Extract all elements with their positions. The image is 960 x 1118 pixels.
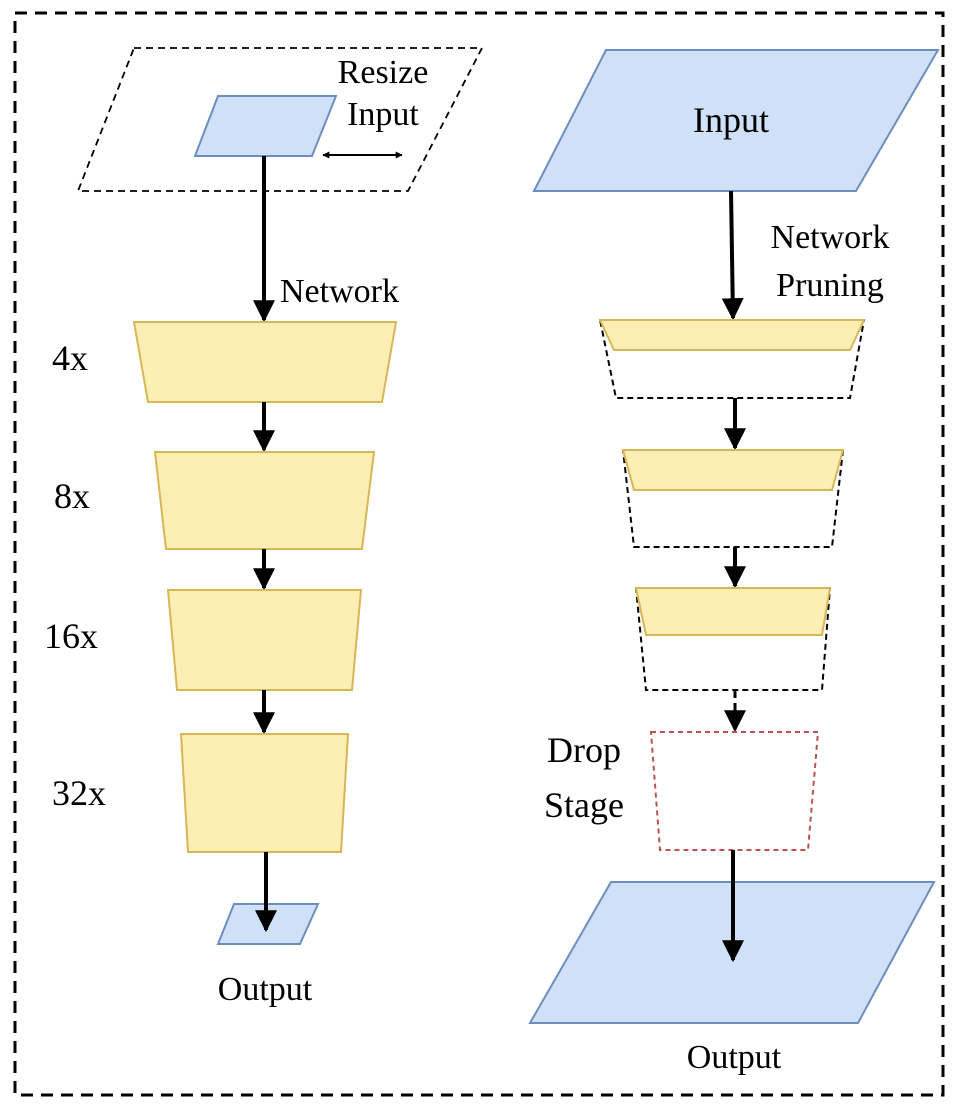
dropped-stage [649,731,820,851]
left-panel: Resize Input Network 4x 8x 16x 32x Outpu… [44,47,484,1008]
drop-label-line1: Drop [547,730,621,770]
pruned-stage-3 [634,587,832,636]
input-label: Input [693,100,769,140]
outer-dashed-frame [13,11,945,1097]
network-label: Network [280,273,399,310]
scale-label-32x: 32x [52,773,106,813]
stage-4x [132,321,398,403]
scale-label-4x: 4x [52,338,88,378]
small-input-shape [193,95,338,157]
output-label-left: Output [218,971,313,1008]
input-shape [532,49,940,192]
resize-boundary [76,47,484,192]
stage-32x [179,733,350,853]
drop-label-line2: Stage [544,785,624,825]
pruning-arrow [721,190,744,321]
pruned-stage-1 [598,319,866,351]
scale-label-8x: 8x [54,476,90,516]
pruned-stage-2 [621,449,845,491]
pruning-label-line2: Pruning [776,267,884,304]
right-panel: Input Network Pruning Drop Stage Output [528,49,940,1076]
resize-label-line1: Resize [338,54,429,91]
stage-16x [166,589,363,691]
scale-label-16x: 16x [44,616,98,656]
pruning-label-line1: Network [771,219,890,256]
resize-label-line2: Input [347,96,419,133]
output-label-right: Output [687,1039,782,1076]
stage-8x [153,451,376,550]
